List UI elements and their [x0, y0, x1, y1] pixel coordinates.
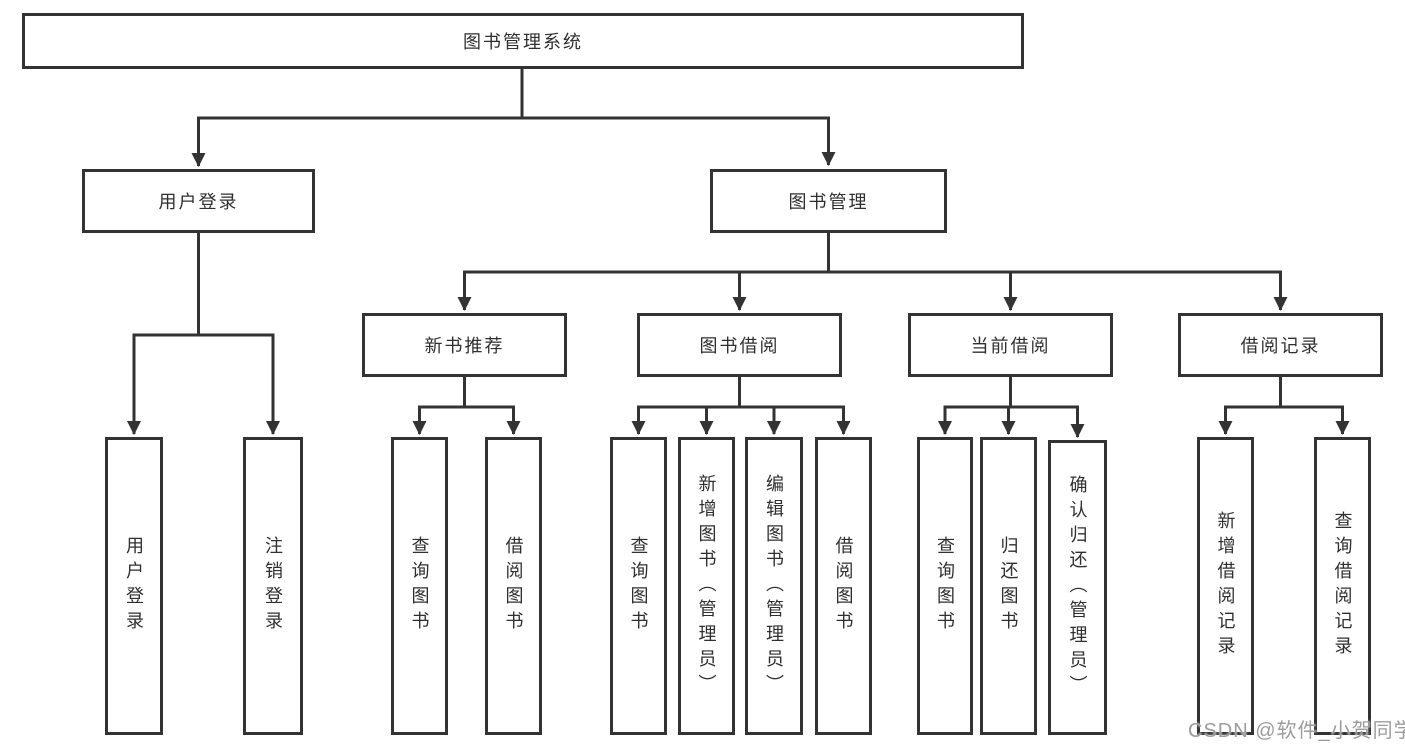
node-user-login: 用户登录 [82, 169, 315, 233]
leaf-user-login: 用户登录 [105, 437, 163, 735]
leaf-borrow-books: 借阅图书 [815, 437, 872, 735]
node-current-borrowing: 当前借阅 [908, 313, 1113, 377]
csdn-watermark: CSDN @软件_小贺同学 [1188, 720, 1405, 742]
leaf-confirm-return-admin: 确认归还（管理员） [1048, 440, 1107, 735]
wire-userlogin-trunk [134, 233, 273, 337]
leaf-borrow-books-newbooks: 借阅图书 [485, 437, 542, 735]
leaf-return-books: 归还图书 [980, 437, 1037, 735]
leaf-logout: 注销登录 [243, 437, 303, 735]
wire-records-trunk [1225, 377, 1343, 409]
node-book-borrowing: 图书借阅 [637, 313, 842, 377]
leaf-query-books-borrowing: 查询图书 [610, 437, 667, 735]
leaf-add-borrow-record: 新增借阅记录 [1197, 437, 1254, 735]
node-book-management: 图书管理 [710, 169, 947, 233]
wire-root-trunk [198, 69, 829, 120]
wire-current-trunk [945, 377, 1078, 409]
wire-bookmgmt-trunk [464, 233, 1281, 274]
node-root-system: 图书管理系统 [22, 13, 1024, 69]
leaf-query-books-current: 查询图书 [917, 437, 973, 735]
wire-newbooks-trunk [419, 377, 514, 409]
leaf-query-borrow-record: 查询借阅记录 [1314, 437, 1371, 735]
leaf-add-books-admin: 新增图书（管理员） [678, 437, 735, 735]
node-borrowing-records: 借阅记录 [1178, 313, 1383, 377]
leaf-edit-books-admin: 编辑图书（管理员） [745, 437, 803, 735]
node-new-book-recommend: 新书推荐 [362, 313, 567, 377]
wire-borrowing-trunk [638, 377, 844, 409]
leaf-query-books-newbooks: 查询图书 [391, 437, 448, 735]
